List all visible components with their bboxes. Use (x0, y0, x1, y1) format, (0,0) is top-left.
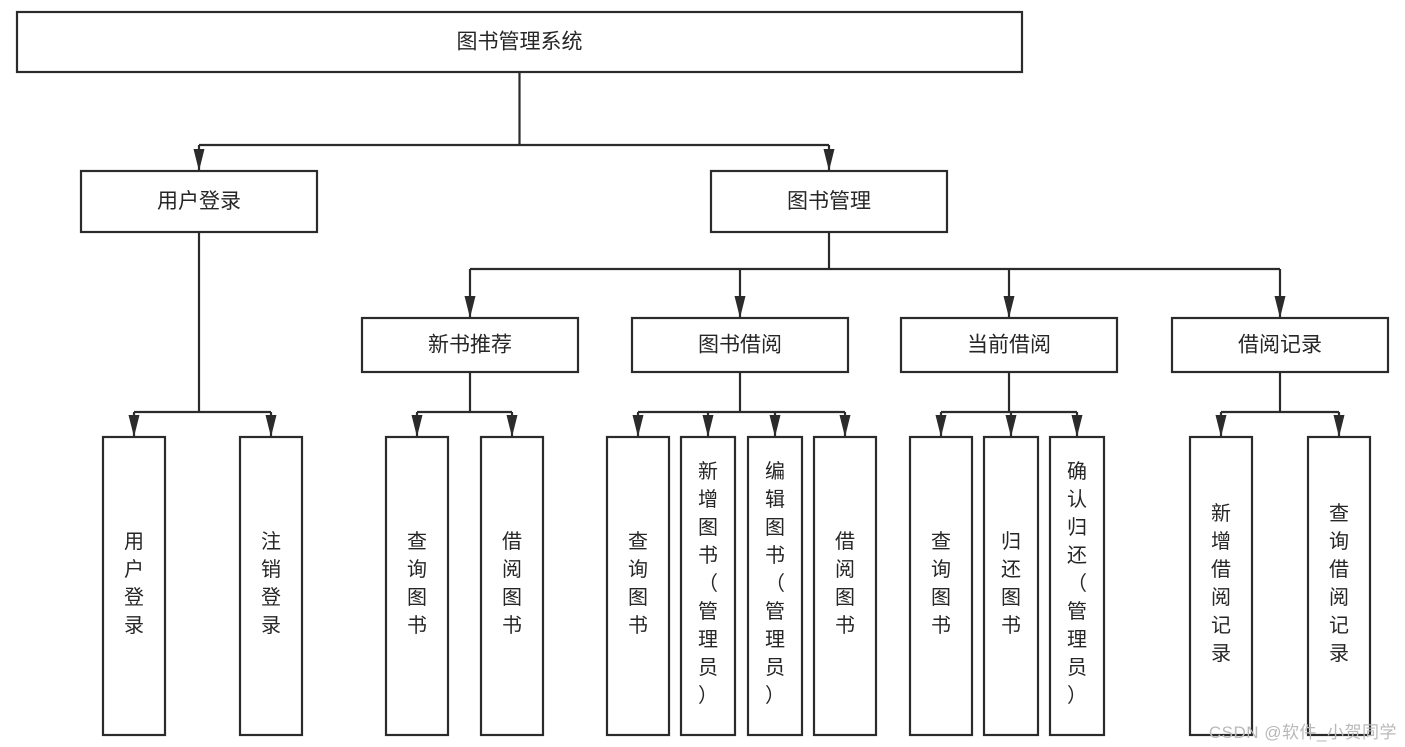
node-l1[interactable]: 用户登录 (101, 435, 167, 737)
node-label: 新书推荐 (428, 334, 512, 357)
node-l10[interactable]: 归还图书 (982, 435, 1040, 737)
node-l7[interactable]: 编辑图书（管理员） (746, 435, 804, 737)
node-label-vertical: 归还图书 (1001, 530, 1021, 637)
node-box (630, 316, 850, 374)
node-label: 借阅记录 (1238, 334, 1322, 357)
arrowhead (1215, 415, 1227, 437)
node-label-vertical: 借阅图书 (502, 530, 522, 637)
connector-group-root (193, 72, 835, 171)
node-record[interactable]: 借阅记录 (1170, 316, 1390, 374)
node-box (899, 316, 1119, 374)
node-l3[interactable]: 查询图书 (384, 435, 450, 737)
node-borrow[interactable]: 图书借阅 (630, 316, 850, 374)
node-label-vertical: 注销登录 (261, 530, 281, 637)
node-l11[interactable]: 确认归还（管理员） (1048, 435, 1106, 737)
node-label-vertical: 查询借阅记录 (1329, 502, 1349, 665)
arrowhead (769, 415, 781, 437)
node-box (1188, 435, 1254, 737)
connector-links (128, 72, 1345, 437)
arrowhead (193, 149, 205, 171)
node-l2[interactable]: 注销登录 (238, 435, 304, 737)
node-newrec[interactable]: 新书推荐 (360, 316, 580, 374)
node-box (812, 435, 878, 737)
node-box (679, 435, 737, 737)
node-box (101, 435, 167, 737)
arrowhead (1071, 415, 1083, 437)
arrowhead (839, 415, 851, 437)
node-box (238, 435, 304, 737)
node-label-vertical: 新增图书（管理员） (698, 460, 718, 707)
connector-group-books (464, 232, 1286, 318)
node-login[interactable]: 用户登录 (79, 169, 319, 234)
connector-group-borrow (632, 372, 851, 437)
node-box (1170, 316, 1390, 374)
node-label-vertical: 用户登录 (124, 531, 144, 637)
diagram-nodes: 图书管理系统用户登录图书管理新书推荐图书借阅当前借阅借阅记录用户登录注销登录查询… (15, 10, 1390, 737)
node-l8[interactable]: 借阅图书 (812, 435, 878, 737)
node-box (982, 435, 1040, 737)
node-l13[interactable]: 查询借阅记录 (1306, 435, 1372, 737)
connector-group-newrec (411, 372, 518, 437)
node-current[interactable]: 当前借阅 (899, 316, 1119, 374)
arrowhead (506, 415, 518, 437)
connector-group-record (1215, 372, 1345, 437)
node-label: 图书借阅 (698, 334, 782, 357)
node-box (1306, 435, 1372, 737)
node-books[interactable]: 图书管理 (709, 169, 949, 234)
node-label: 图书管理系统 (457, 31, 583, 54)
node-label-vertical: 查询图书 (407, 530, 427, 637)
node-l12[interactable]: 新增借阅记录 (1188, 435, 1254, 737)
node-l5[interactable]: 查询图书 (605, 435, 671, 737)
node-box (15, 10, 1024, 74)
node-box (479, 435, 545, 737)
node-label: 图书管理 (787, 190, 871, 213)
arrowhead (411, 415, 423, 437)
connector-group-login (128, 232, 277, 437)
arrowhead (1003, 296, 1015, 318)
node-l6[interactable]: 新增图书（管理员） (679, 435, 737, 737)
node-box (1048, 435, 1106, 737)
node-box (384, 435, 450, 737)
arrowhead (823, 149, 835, 171)
node-label-vertical: 编辑图书（管理员） (765, 460, 785, 707)
arrowhead (464, 296, 476, 318)
arrowhead (734, 296, 746, 318)
node-label: 当前借阅 (967, 334, 1051, 357)
arrowhead (1333, 415, 1345, 437)
node-box (605, 435, 671, 737)
arrowhead (265, 415, 277, 437)
node-l9[interactable]: 查询图书 (908, 435, 974, 737)
arrowhead (632, 415, 644, 437)
node-box (908, 435, 974, 737)
node-label-vertical: 确认归还（管理员） (1067, 460, 1087, 707)
node-l4[interactable]: 借阅图书 (479, 435, 545, 737)
node-box (79, 169, 319, 234)
node-box (709, 169, 949, 234)
node-box (746, 435, 804, 737)
node-label-vertical: 查询图书 (628, 530, 648, 637)
arrowhead (702, 415, 714, 437)
node-label-vertical: 借阅图书 (835, 530, 855, 637)
arrowhead (935, 415, 947, 437)
arrowhead (1005, 415, 1017, 437)
node-label: 用户登录 (157, 190, 241, 213)
node-label-vertical: 查询图书 (931, 530, 951, 637)
node-box (360, 316, 580, 374)
node-label-vertical: 新增借阅记录 (1211, 502, 1231, 665)
node-root[interactable]: 图书管理系统 (15, 10, 1024, 74)
arrowhead (1274, 296, 1286, 318)
connector-group-current (935, 372, 1083, 437)
arrowhead (128, 415, 140, 437)
